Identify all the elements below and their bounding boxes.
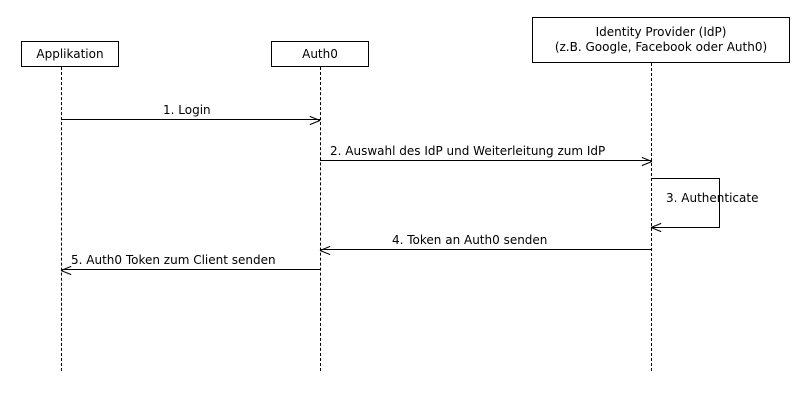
message-self-loop-3[interactable] <box>651 178 720 228</box>
participant-label-auth0: Auth0 <box>302 46 338 61</box>
message-arrow-4[interactable] <box>319 245 652 256</box>
participant-label-idp: Identity Provider (IdP) <box>595 25 727 39</box>
lifeline-auth0 <box>320 67 321 371</box>
participant-box-application[interactable]: Applikation <box>21 41 119 67</box>
message-label-4: 4. Token an Auth0 senden <box>392 233 548 247</box>
participant-box-auth0[interactable]: Auth0 <box>271 41 369 67</box>
participant-label-application: Applikation <box>36 46 104 61</box>
participant-box-idp[interactable]: Identity Provider (IdP) (z.B. Google, Fa… <box>532 17 790 63</box>
message-label-1: 1. Login <box>163 103 211 117</box>
message-label-3: 3. Authenticate <box>666 191 759 205</box>
message-label-2: 2. Auswahl des IdP und Weiterleitung zum… <box>330 144 606 158</box>
message-label-5: 5. Auth0 Token zum Client senden <box>71 253 276 267</box>
message-arrow-1[interactable] <box>61 115 321 126</box>
lifeline-idp <box>651 63 652 371</box>
message-arrow-5[interactable] <box>60 265 320 276</box>
message-arrow-2[interactable] <box>320 156 653 167</box>
lifeline-application <box>61 67 62 371</box>
participant-sublabel-idp: (z.B. Google, Facebook oder Auth0) <box>554 40 768 54</box>
